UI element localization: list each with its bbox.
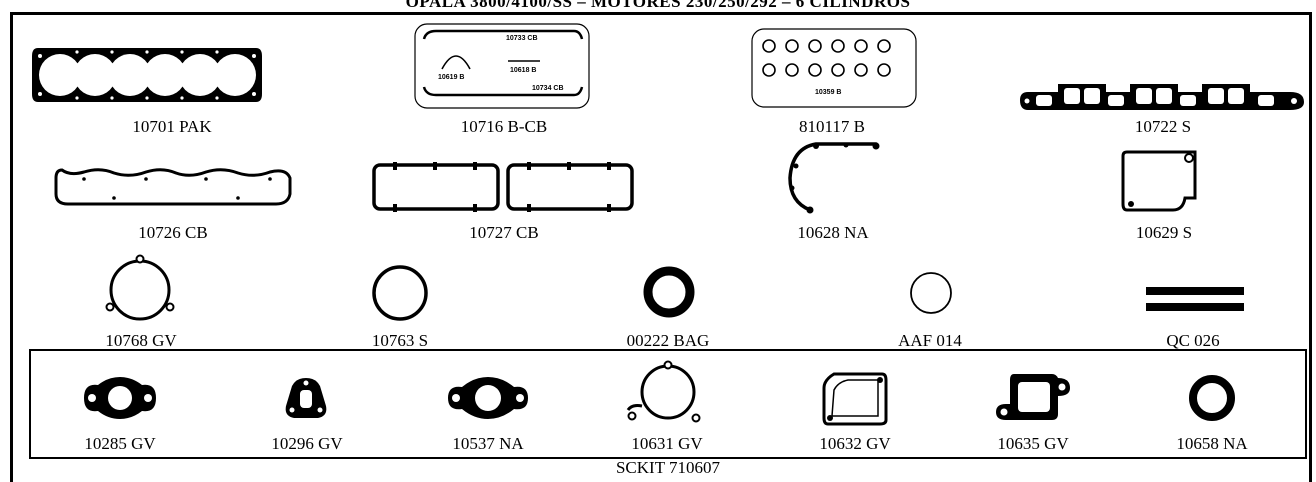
oil-pan-gasket-set-icon: 10733 CB 10619 B 10618 B 10734 CB [414,23,590,109]
part-label: 10632 GV [819,434,891,453]
part-label: 10658 NA [1176,434,1248,453]
flange-gasket-icon [444,375,532,421]
valve-seal-set-icon: 10359 B [751,28,917,108]
flange-gasket-icon [102,254,178,323]
ring-gasket-icon [642,265,696,319]
flange-gasket-icon [820,370,890,428]
part-label: 810117 B [799,117,865,136]
ring-gasket-icon [371,264,429,322]
strip-seal-icon [1146,285,1244,315]
flange-gasket-icon [284,376,328,420]
part-label: QC 026 [1166,331,1220,350]
flange-gasket-icon [992,370,1074,424]
part-label: 10768 GV [105,331,177,350]
part-sub-label: 10734 CB [532,85,564,92]
part-label: 00222 BAG [626,331,710,350]
part-label: 10296 GV [271,434,343,453]
part-sub-label: 10618 B [510,67,536,74]
kit-box [29,349,1307,459]
part-label: 10722 S [1134,117,1192,136]
part-label: 10716 B-CB [460,117,548,136]
ring-gasket-icon [1187,373,1237,423]
part-label: 10701 PAK [132,117,212,136]
part-label: 10628 NA [797,223,869,242]
part-label: 10537 NA [452,434,524,453]
part-label: AAF 014 [898,331,962,350]
side-cover-gasket-icon [1121,148,1201,214]
ring-gasket-icon [908,270,954,316]
part-sub-label: 10733 CB [506,35,538,42]
kit-label: SCKIT 710607 [615,458,721,477]
part-sub-label: 10359 B [815,89,841,96]
catalog-frame [10,12,1312,482]
timing-cover-gasket-icon [786,140,882,216]
flange-gasket-icon [624,360,710,426]
flange-gasket-icon [78,375,162,421]
head-gasket-icon [30,44,264,106]
part-label: 10629 S [1135,223,1193,242]
document-title: OPALA 3800/4100/SS – MOTORES 230/250/292… [405,0,911,11]
part-label: 10631 GV [631,434,703,453]
part-label: 10285 GV [84,434,156,453]
part-label: 10727 CB [469,223,539,242]
side-cover-gasket-icon [371,162,637,214]
manifold-gasket-icon [1018,80,1308,116]
part-label: 10726 CB [138,223,208,242]
part-label: 10763 S [371,331,429,350]
part-label: 10635 GV [997,434,1069,453]
valve-cover-gasket-icon [50,164,296,210]
part-sub-label: 10619 B [438,74,464,81]
